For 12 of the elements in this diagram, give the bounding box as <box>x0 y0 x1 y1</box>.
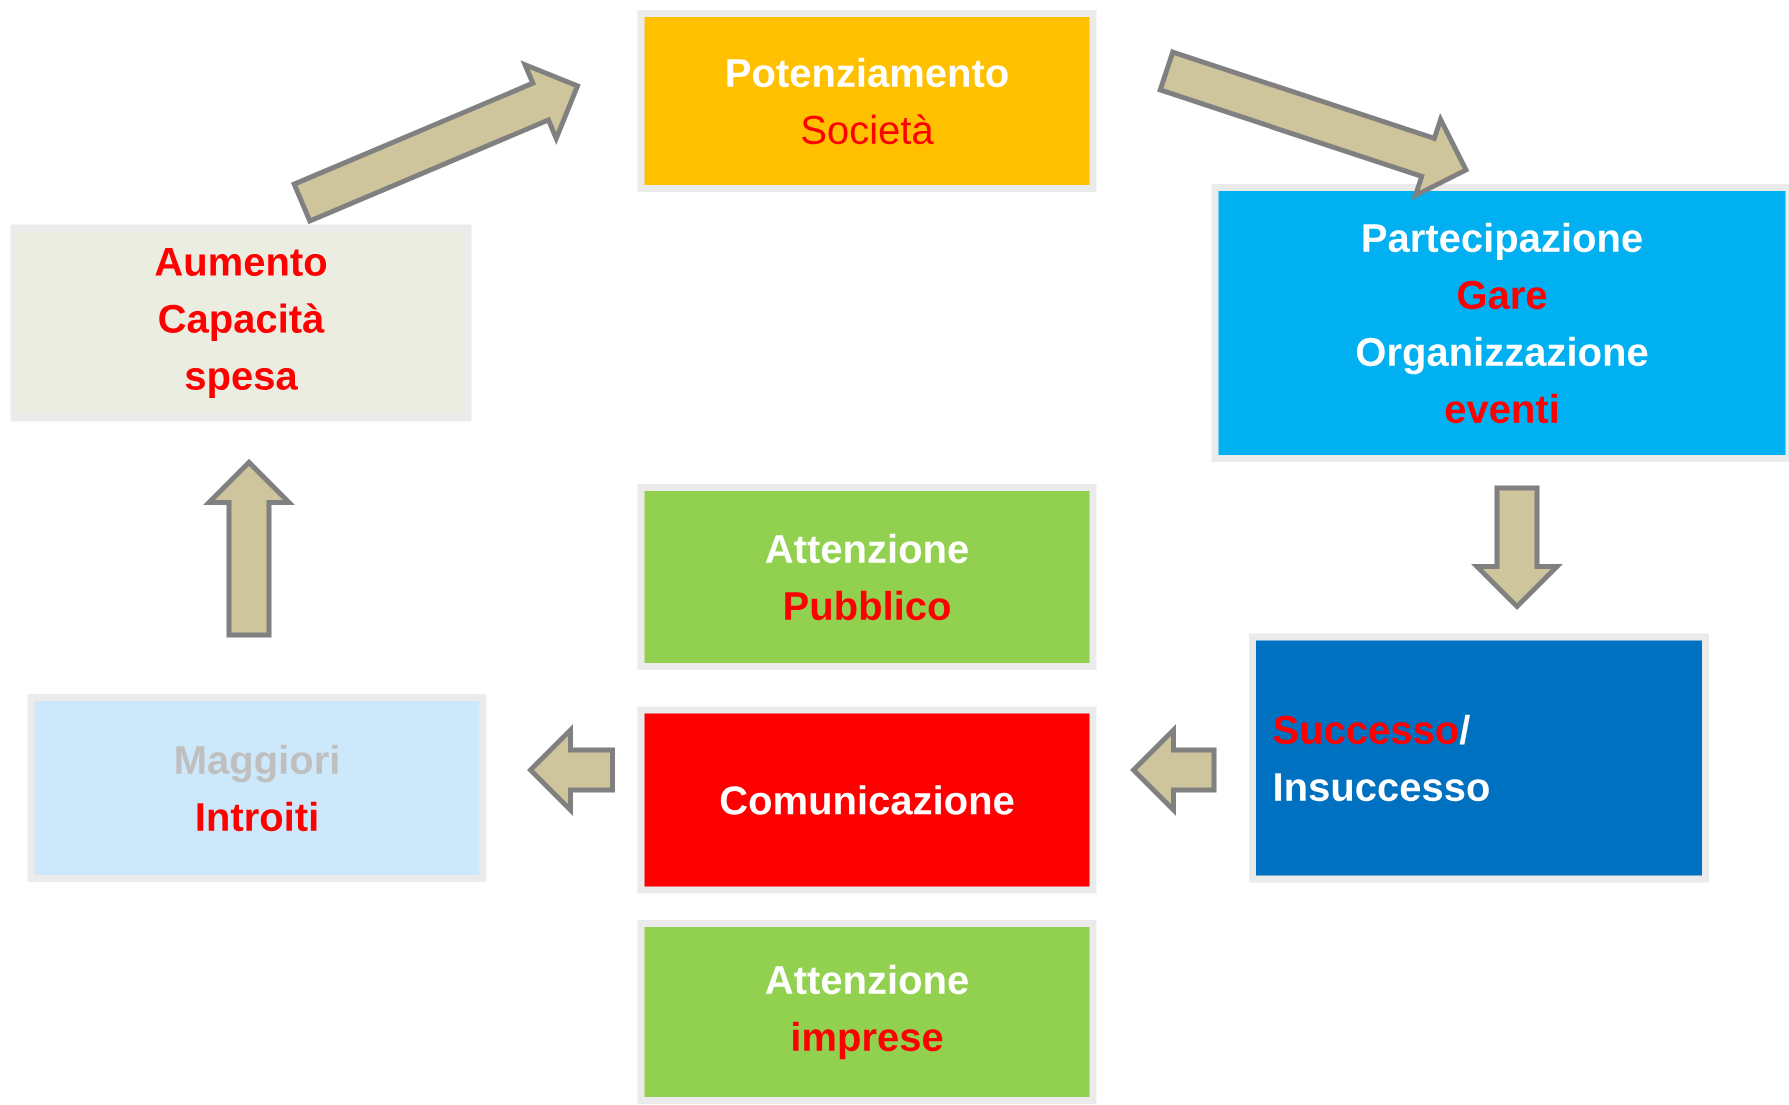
process-box: Comunicazione <box>637 706 1097 894</box>
process-box: Maggiori Introiti <box>27 694 487 882</box>
process-box: Potenziamento Società <box>637 10 1097 192</box>
process-box: Aumento Capacità spesa <box>10 224 472 422</box>
process-box: Attenzione imprese <box>637 920 1097 1104</box>
process-box: Partecipazione Gare Organizzazione eventi <box>1211 184 1789 462</box>
block-arrow <box>202 458 296 638</box>
block-arrow <box>526 723 615 817</box>
process-box: Successo/ Insuccesso <box>1249 633 1709 883</box>
process-box: Attenzione Pubblico <box>637 484 1097 670</box>
block-arrow <box>1129 723 1217 817</box>
block-arrow <box>1470 485 1564 611</box>
